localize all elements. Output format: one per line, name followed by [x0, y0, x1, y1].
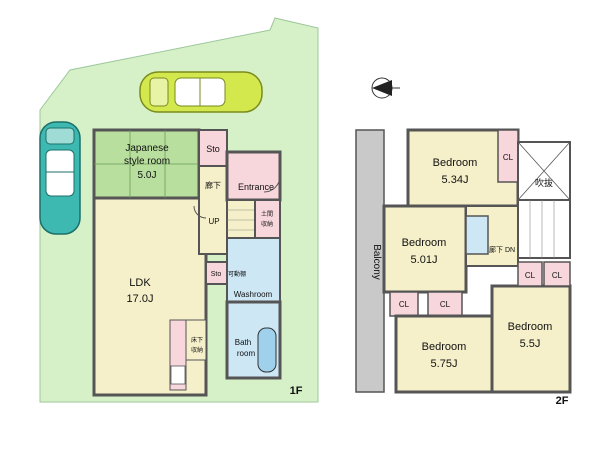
bathroom-label2: room [237, 349, 256, 358]
hallway-2f-label: 廊下 [489, 245, 503, 254]
car-yellow-icon [139, 71, 263, 113]
stairs-1f [226, 199, 256, 239]
balcony [355, 129, 385, 393]
bedroom-d-label: Bedroom [508, 321, 553, 333]
void-label: 吹抜 [535, 177, 553, 188]
stairs-2f [517, 199, 571, 259]
shoe-storage-label2: 収納 [261, 220, 273, 228]
japanese-room-label1: Japanese [125, 143, 169, 154]
down-label: DN [505, 247, 515, 254]
bathtub-icon [257, 327, 277, 373]
bathroom-label1: Bath [235, 338, 251, 347]
storage-mid-note: 可動棚 [228, 270, 246, 278]
bedroom-c-size: 5.75J [431, 358, 458, 370]
closet-a-label: CL [503, 153, 514, 162]
closet-d2-label: CL [552, 271, 563, 280]
underfloor-label1: 床下 [191, 336, 203, 344]
hallway-1f [198, 165, 228, 255]
closet-d2 [543, 261, 571, 287]
car-teal-icon [39, 121, 81, 235]
washroom [226, 237, 281, 303]
up-label: UP [208, 217, 219, 226]
closet-b2-label: CL [440, 300, 451, 309]
bedroom-c [394, 314, 494, 394]
japanese-room-size: 5.0J [138, 170, 157, 181]
storage-top-label: Sto [206, 144, 220, 154]
balcony-label: Balcony [371, 244, 382, 280]
compass-icon [371, 77, 400, 99]
closet-d1 [517, 261, 543, 287]
floor-2f-label: 2F [556, 395, 569, 407]
ldk-label: LDK [129, 277, 151, 289]
bedroom-b [382, 204, 468, 294]
ldk-size: 17.0J [127, 293, 154, 305]
shoe-storage-label1: 土間 [261, 210, 273, 218]
bedroom-c-label: Bedroom [422, 341, 467, 353]
stove-icon [170, 365, 186, 385]
underfloor-storage [185, 319, 207, 361]
closet-d1-label: CL [525, 271, 536, 280]
toilet-room-2f [465, 215, 489, 255]
bedroom-a-label: Bedroom [433, 157, 478, 169]
shoe-storage [254, 199, 281, 239]
floor-1f-label: 1F [290, 385, 303, 397]
bedroom-d-size: 5.5J [520, 338, 541, 350]
bedroom-a-size: 5.34J [442, 174, 469, 186]
washroom-label: Washroom [234, 290, 273, 299]
entrance-label: Entrance [238, 182, 274, 192]
underfloor-label2: 収納 [191, 346, 203, 354]
hallway-1f-label: 廊下 [205, 180, 221, 190]
japanese-room-label2: style room [124, 156, 170, 167]
closet-b1-label: CL [399, 300, 410, 309]
bedroom-b-size: 5.01J [411, 254, 438, 266]
storage-mid-label: Sto [211, 271, 222, 278]
bedroom-b-label: Bedroom [402, 237, 447, 249]
entrance [225, 150, 282, 202]
